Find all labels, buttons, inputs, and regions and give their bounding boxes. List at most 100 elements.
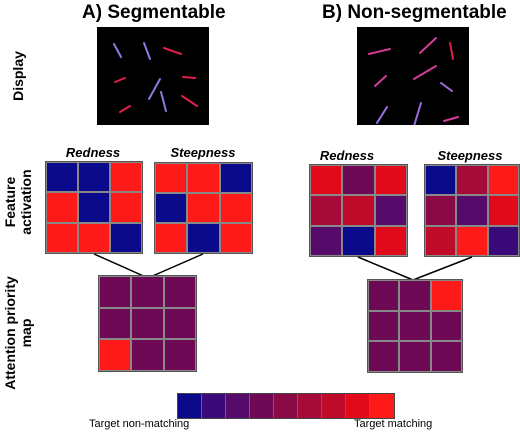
display-line-segment: [143, 42, 151, 60]
grid-cell: [430, 280, 462, 311]
grid-cell: [342, 195, 375, 226]
display-line-segment: [160, 91, 167, 112]
feature-activation-row-label: Feature activation: [2, 169, 34, 235]
scale-swatch: [370, 394, 394, 418]
display-line-segment: [163, 47, 182, 55]
grid-cell: [374, 165, 407, 196]
grid-cell: [99, 276, 132, 308]
grid-cell: [155, 223, 188, 253]
scale-swatch: [298, 394, 322, 418]
grid-cell: [187, 163, 220, 193]
display-segmentable: [97, 27, 209, 125]
grid-cell: [368, 341, 400, 372]
display-line-segment: [113, 43, 122, 58]
priority-map-segmentable: [98, 275, 197, 372]
grid-cell: [131, 339, 164, 371]
grid-cell: [374, 225, 407, 256]
grid-cell: [163, 276, 196, 308]
connector-line-b-left: [357, 256, 414, 281]
display-line-segment: [413, 102, 422, 125]
display-segmentable-lines: [113, 42, 198, 113]
grid-cell: [219, 223, 252, 253]
grid-cell: [187, 193, 220, 223]
grid-cell: [155, 163, 188, 193]
grid-cell: [368, 310, 400, 342]
grid-cell: [187, 223, 220, 253]
steepness-map-non-segmentable: [424, 164, 520, 257]
grid-cell: [99, 339, 132, 371]
scale-swatch: [178, 394, 202, 418]
scale-swatch: [226, 394, 250, 418]
grid-cell: [425, 165, 457, 196]
grid-cell: [46, 162, 78, 193]
grid-cell: [110, 222, 142, 253]
redness-label-a: Redness: [65, 145, 121, 160]
display-line-segment: [440, 82, 453, 92]
redness-map-non-segmentable: [309, 164, 408, 257]
redness-label-b: Redness: [319, 148, 375, 163]
grid-cell: [163, 307, 196, 340]
grid-cell: [219, 193, 252, 223]
grid-cell: [163, 339, 196, 371]
grid-cell: [219, 163, 252, 193]
grid-cell: [342, 225, 375, 256]
scale-swatch: [346, 394, 370, 418]
attention-priority-map-row-label: Attention priority map: [2, 276, 34, 390]
panel-b-title: B) Non-segmentable: [322, 2, 507, 23]
scale-label-non-matching: Target non-matching: [89, 418, 190, 430]
grid-cell: [399, 341, 431, 372]
steepness-map-segmentable: [154, 162, 253, 254]
scale-swatch: [274, 394, 298, 418]
grid-cell: [310, 195, 343, 226]
grid-cell: [430, 341, 462, 372]
scale-swatch: [322, 394, 346, 418]
grid-cell: [425, 225, 457, 256]
grid-cell: [310, 225, 343, 256]
display-line-segment: [148, 78, 161, 100]
display-line-segment: [119, 105, 131, 113]
display-line-segment: [413, 65, 437, 80]
grid-cell: [131, 276, 164, 308]
scale-swatch: [250, 394, 274, 418]
display-line-segment: [419, 37, 437, 54]
display-line-segment: [181, 95, 198, 107]
redness-map-segmentable: [45, 161, 143, 254]
steepness-label-b: Steepness: [437, 148, 503, 163]
grid-cell: [487, 165, 519, 196]
grid-cell: [342, 165, 375, 196]
grid-cell: [456, 165, 488, 196]
grid-cell: [155, 193, 188, 223]
grid-cell: [374, 195, 407, 226]
scale-swatch: [202, 394, 226, 418]
scale-label-matching: Target matching: [354, 418, 433, 430]
grid-cell: [430, 310, 462, 342]
grid-cell: [46, 192, 78, 223]
grid-cell: [110, 192, 142, 223]
grid-cell: [78, 162, 110, 193]
grid-cell: [99, 307, 132, 340]
grid-cell: [368, 280, 400, 311]
grid-cell: [399, 310, 431, 342]
grid-cell: [487, 225, 519, 256]
display-line-segment: [449, 42, 454, 60]
display-row-label: Display: [10, 51, 26, 101]
display-line-segment: [114, 77, 126, 83]
display-line-segment: [443, 116, 459, 122]
grid-cell: [110, 162, 142, 193]
display-line-segment: [374, 75, 387, 87]
connector-line-b-right: [412, 256, 473, 281]
priority-map-non-segmentable: [367, 279, 463, 373]
panel-a-title: A) Segmentable: [82, 2, 226, 23]
grid-cell: [310, 165, 343, 196]
grid-cell: [487, 195, 519, 226]
grid-cell: [131, 307, 164, 340]
grid-cell: [399, 280, 431, 311]
grid-cell: [78, 192, 110, 223]
display-line-segment: [376, 106, 388, 124]
grid-cell: [456, 225, 488, 256]
display-non-segmentable-lines: [368, 37, 459, 125]
grid-cell: [456, 195, 488, 226]
steepness-label-a: Steepness: [170, 145, 236, 160]
grid-cell: [78, 222, 110, 253]
display-non-segmentable: [357, 27, 469, 125]
